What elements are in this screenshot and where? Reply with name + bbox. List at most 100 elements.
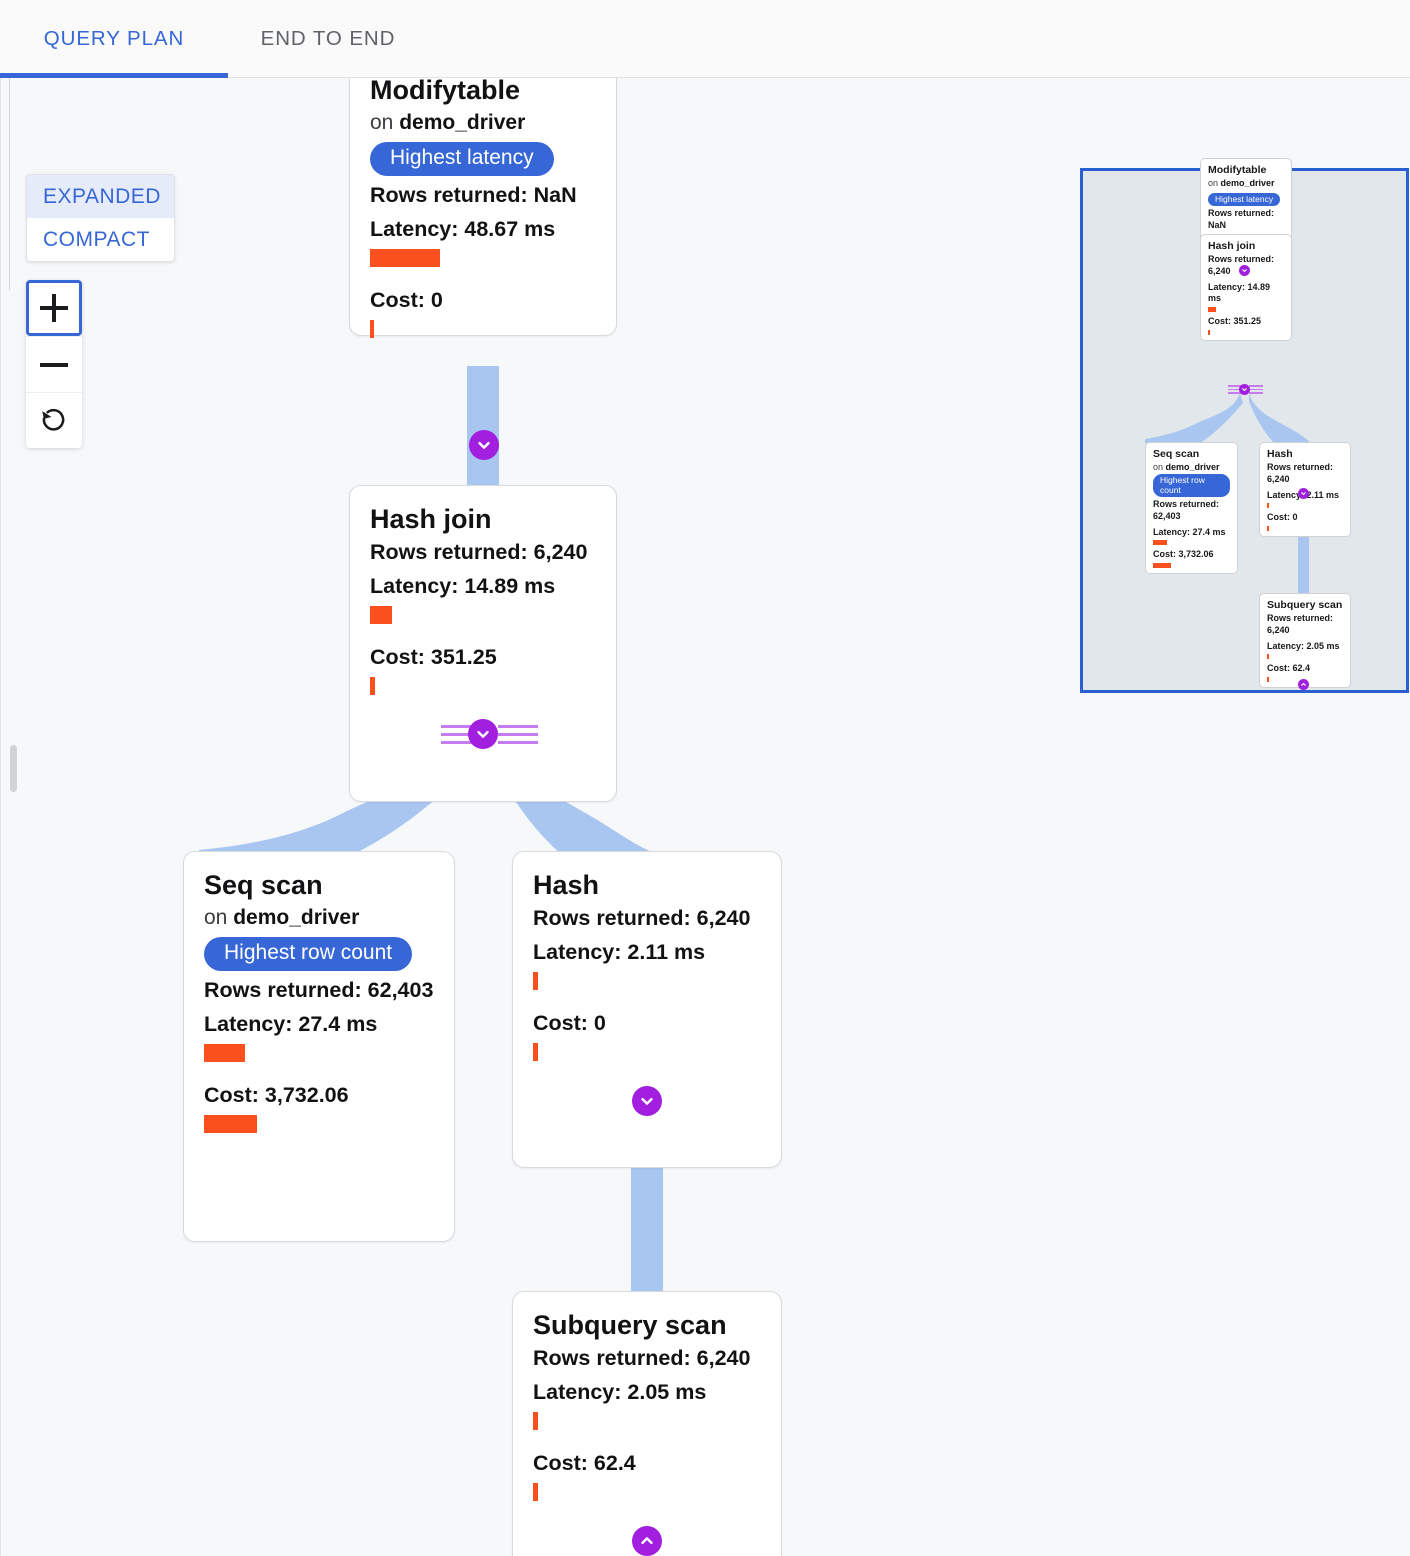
tab-end-to-end-label: END TO END [260, 26, 396, 50]
minus-icon [40, 351, 68, 379]
node-cost: Cost: 3,732.06 [204, 1082, 349, 1107]
minimap-cost: Cost: 0 [1267, 512, 1298, 523]
node-cost: Cost: 351.25 [370, 644, 497, 669]
node-relation-prefix: on [370, 110, 394, 134]
minimap-node-hash-join: Hash join Rows returned: 6,240 Latency: … [1200, 234, 1292, 341]
mode-compact-button[interactable]: COMPACT [27, 218, 174, 261]
minimap-expand-toggle-subquery-scan [1298, 679, 1309, 690]
node-badge: Highest row count [204, 936, 413, 971]
chevron-down-icon [1242, 269, 1247, 273]
zoom-controls[interactable] [26, 280, 82, 448]
chevron-down-icon [1301, 492, 1306, 496]
minimap-rows-returned: Rows returned: 62,403 [1153, 499, 1220, 521]
minimap-relation-name: demo_driver [1220, 178, 1275, 189]
metric-spacer [370, 267, 596, 279]
tab-query-plan[interactable]: QUERY PLAN [0, 0, 228, 77]
panel-divider [9, 78, 10, 290]
node-title: Seq scan [204, 870, 323, 900]
latency-bar [204, 1043, 245, 1062]
tab-end-to-end[interactable]: END TO END [228, 0, 428, 77]
cost-bar [370, 676, 375, 695]
minimap-latency: Latency: 14.89 ms [1208, 281, 1271, 304]
plan-node-seq-scan[interactable]: Seq scan on demo_driver Highest row coun… [183, 851, 455, 1242]
chevron-down-icon [477, 730, 489, 738]
mode-expanded-button[interactable]: EXPANDED [27, 175, 174, 218]
tab-bar: QUERY PLAN END TO END [0, 0, 1410, 78]
minimap-node-title: Modifytable [1208, 164, 1267, 176]
chevron-down-icon [478, 441, 490, 449]
graph-canvas[interactable]: Modifytable on demo_driver Highest laten… [0, 78, 1410, 1556]
collapse-toggle-hash-join[interactable] [468, 719, 498, 749]
node-rows-returned: Rows returned: 6,240 [533, 905, 751, 930]
node-cost: Cost: 62.4 [533, 1450, 636, 1475]
layout-mode-toggle[interactable]: EXPANDED COMPACT [26, 174, 175, 262]
node-rows-returned: Rows returned: 6,240 [370, 539, 588, 564]
minimap-latency-bar [1267, 654, 1269, 660]
node-latency: Latency: 48.67 ms [370, 216, 556, 241]
node-badge: Highest latency [370, 141, 554, 176]
minimap-node-title: Hash [1267, 448, 1293, 460]
collapse-toggle-modifytable[interactable] [469, 430, 499, 460]
minimap-cost-bar [1153, 563, 1171, 569]
plan-node-modifytable[interactable]: Modifytable on demo_driver Highest laten… [349, 78, 617, 338]
minimap-latency: Latency: 2.05 ms [1267, 640, 1340, 651]
node-relation-prefix: on [204, 905, 228, 929]
minimap-cost: Cost: 62.4 [1267, 663, 1311, 674]
minimap-node-badge: Highest latency [1208, 193, 1281, 207]
minimap-cost: Cost: 3,732.06 [1153, 549, 1214, 560]
latency-bar [370, 605, 392, 624]
mode-compact-label: COMPACT [43, 227, 150, 251]
metric-spacer [370, 624, 596, 636]
panel-resize-handle[interactable] [10, 745, 17, 792]
minimap-relation-prefix: on [1208, 178, 1219, 189]
minimap-node-badge: Highest row count [1153, 474, 1230, 498]
collapse-toggle-hash[interactable] [632, 1086, 662, 1116]
node-rows-returned: Rows returned: 62,403 [204, 977, 434, 1002]
cost-bar [370, 319, 374, 338]
node-cost: Cost: 0 [533, 1010, 606, 1035]
minimap-node-relation: on demo_driver [1153, 461, 1230, 473]
tab-query-plan-label: QUERY PLAN [43, 26, 185, 50]
minimap-node-title: Subquery scan [1267, 599, 1343, 611]
node-relation: on demo_driver [370, 111, 596, 135]
node-title: Subquery scan [533, 1310, 727, 1340]
minimap-latency-bar [1208, 306, 1216, 312]
mode-expanded-label: EXPANDED [43, 184, 161, 208]
latency-bar [533, 1411, 538, 1430]
minimap-viewport[interactable]: Modifytable on demo_driver Highest laten… [1080, 158, 1409, 693]
chevron-up-icon [1301, 682, 1306, 686]
minimap-rows-returned: Rows returned: 6,240 [1267, 462, 1334, 484]
chevron-down-icon [641, 1097, 653, 1105]
minimap-latency-bar [1267, 503, 1269, 509]
expand-toggle-subquery-scan[interactable] [632, 1526, 662, 1556]
minimap-cost-bar [1267, 676, 1269, 682]
node-latency: Latency: 2.11 ms [533, 939, 706, 964]
plan-node-hash[interactable]: Hash Rows returned: 6,240 Latency: 2.11 … [512, 851, 782, 1168]
plus-icon [40, 294, 68, 322]
node-rows-returned: Rows returned: 6,240 [533, 1345, 751, 1370]
minimap-node-subquery-scan: Subquery scan Rows returned: 6,240 Laten… [1259, 593, 1351, 688]
plan-node-hash-join[interactable]: Hash join Rows returned: 6,240 Latency: … [349, 485, 617, 802]
plan-node-subquery-scan[interactable]: Subquery scan Rows returned: 6,240 Laten… [512, 1291, 782, 1556]
node-relation: on demo_driver [204, 906, 434, 930]
cost-bar [533, 1482, 538, 1501]
metric-spacer [533, 1430, 761, 1442]
metric-spacer [533, 990, 761, 1002]
minimap-collapse-toggle-hash-join [1239, 384, 1250, 395]
node-latency: Latency: 27.4 ms [204, 1011, 378, 1036]
zoom-out-button[interactable] [26, 336, 82, 392]
minimap-rows-returned: Rows returned: NaN [1208, 208, 1275, 230]
node-cost: Cost: 0 [370, 287, 443, 312]
cost-bar [533, 1042, 538, 1061]
zoom-reset-button[interactable] [26, 392, 82, 448]
zoom-in-button[interactable] [26, 280, 82, 336]
node-title: Modifytable [370, 78, 521, 105]
node-title: Hash join [370, 504, 492, 534]
latency-bar [533, 971, 538, 990]
minimap-node-title: Seq scan [1153, 448, 1200, 460]
minimap-cost: Cost: 351.25 [1208, 315, 1262, 326]
minimap-relation-prefix: on [1153, 462, 1164, 473]
minimap-latency: Latency: 27.4 ms [1153, 526, 1226, 537]
minimap-connector-stripes-left [1228, 384, 1242, 395]
